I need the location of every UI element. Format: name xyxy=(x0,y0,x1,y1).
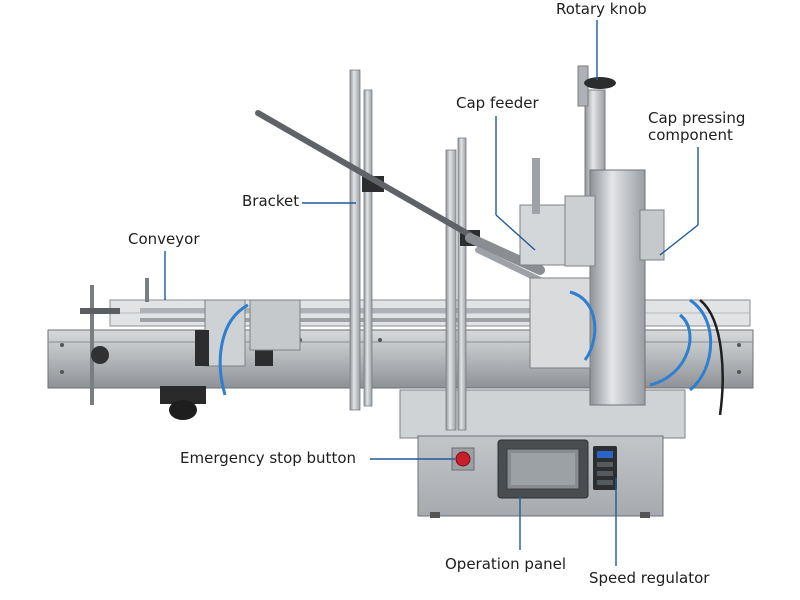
label-cap-feeder: Cap feeder xyxy=(456,94,539,112)
operation-panel xyxy=(497,439,589,499)
label-emergency-stop-button: Emergency stop button xyxy=(180,449,357,467)
label-conveyor: Conveyor xyxy=(128,230,200,248)
label-cap-pressing-line2: component xyxy=(648,126,733,144)
label-speed-regulator: Speed regulator xyxy=(589,569,710,587)
leader-cap-pressing-diag xyxy=(659,224,699,256)
label-operation-panel: Operation panel xyxy=(445,555,567,573)
speed-regulator xyxy=(593,446,617,490)
pneumatic-tubes xyxy=(218,290,713,396)
leader-lines xyxy=(164,20,699,566)
label-cap-pressing-line1: Cap pressing xyxy=(648,109,746,127)
label-bracket: Bracket xyxy=(242,192,300,210)
power-cable xyxy=(699,299,724,416)
leader-cap-feeder-diag xyxy=(495,214,536,251)
emergency-stop-button xyxy=(451,447,475,471)
capping-column xyxy=(519,65,665,406)
label-rotary-knob: Rotary knob xyxy=(556,0,647,18)
conveyor-body xyxy=(47,299,754,389)
cap-chute xyxy=(255,110,545,283)
conveyor-motor xyxy=(160,386,206,420)
